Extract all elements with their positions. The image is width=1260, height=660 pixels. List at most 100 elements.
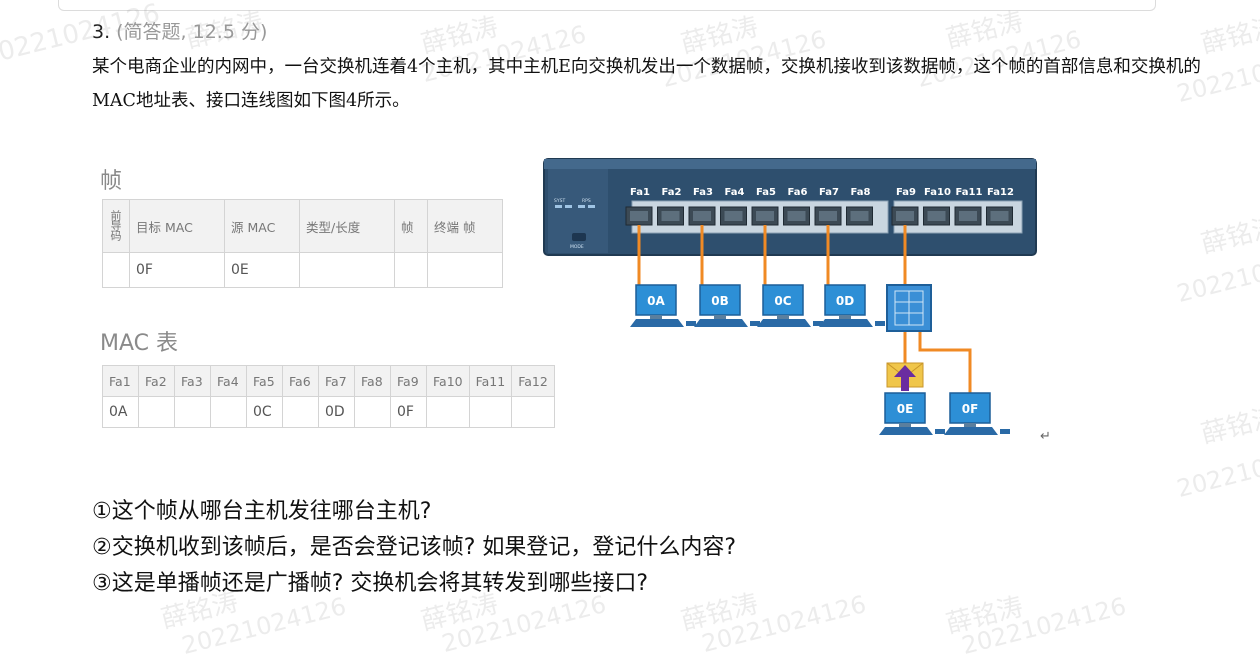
mac-value-cell <box>468 396 513 428</box>
ethernet-port-inner <box>927 211 946 221</box>
mac-value-cell <box>511 396 555 428</box>
watermark-text: 薛铭涛 <box>943 591 1027 640</box>
frame-header-cell: 目标 MAC <box>129 199 225 253</box>
sub-question: ①这个帧从哪台主机发往哪台主机? <box>92 499 432 524</box>
host-stand <box>650 315 662 319</box>
ethernet-port-inner <box>693 211 711 221</box>
port-label: Fa3 <box>693 187 713 198</box>
port-label: Fa9 <box>896 187 916 198</box>
host-label: 0B <box>711 294 729 308</box>
ethernet-port-inner <box>819 211 837 221</box>
ethernet-port-inner <box>630 211 648 221</box>
frame-value-cell <box>102 252 130 288</box>
mode-label: MODE <box>570 244 584 250</box>
enter-mark-icon: ↵ <box>1040 429 1051 444</box>
mac-value-cell: 0D <box>318 396 355 428</box>
status-led <box>578 205 585 208</box>
frame-table-title: 帧 <box>100 169 123 194</box>
mac-header-cell: Fa3 <box>174 365 211 397</box>
sub-question: ③这是单播帧还是广播帧? 交换机会将其转发到哪些接口? <box>92 571 649 596</box>
frame-header-cell: 源 MAC <box>224 199 300 253</box>
frame-value-cell <box>299 252 395 288</box>
ethernet-port-inner <box>959 211 977 221</box>
mac-header-cell: Fa6 <box>282 365 319 397</box>
ethernet-port-inner <box>990 211 1009 221</box>
host-stand <box>899 423 911 427</box>
host-keyboard <box>630 319 684 327</box>
mac-header-cell: Fa8 <box>354 365 391 397</box>
mac-header-cell: Fa1 <box>102 365 139 397</box>
mac-value-cell: 0F <box>390 396 427 428</box>
host-monitor <box>884 392 926 424</box>
host-keyboard <box>694 319 748 327</box>
mac-value-cell <box>354 396 391 428</box>
frame-header-table: 前导码 目标 MAC 源 MAC 类型/长度 帧 终端 帧 0F 0E <box>102 199 503 288</box>
port-label: Fa7 <box>819 187 839 198</box>
sub-question-list: ①这个帧从哪台主机发往哪台主机? ②交换机收到该帧后，是否会登记该帧? 如果登记… <box>92 494 736 602</box>
ethernet-port-inner <box>756 211 774 221</box>
host-keyboard <box>819 319 873 327</box>
host-keyboard <box>879 427 933 435</box>
port-label: Fa2 <box>662 187 682 198</box>
watermark-text: 薛铭涛 <box>1198 211 1260 260</box>
mac-value-cell: 0C <box>246 396 283 428</box>
host-mouse <box>1000 429 1010 434</box>
mac-table-title: MAC 表 <box>100 331 178 356</box>
port-label: Fa4 <box>725 187 745 198</box>
host-stand <box>839 315 851 319</box>
host-mouse <box>875 321 885 326</box>
frame-value-cell <box>427 252 503 288</box>
port-label: Fa11 <box>956 187 983 198</box>
watermark-text: 20221024126 <box>179 592 349 660</box>
mac-value-cell <box>138 396 175 428</box>
ethernet-port-inner <box>724 211 743 221</box>
host-monitor <box>762 284 804 316</box>
host-mouse <box>813 321 823 326</box>
frame-header-cell: 类型/长度 <box>299 199 395 253</box>
host-label: 0D <box>836 294 854 308</box>
frame-header-cell: 终端 帧 <box>427 199 503 253</box>
mac-value-cell <box>426 396 470 428</box>
switch-top-strip <box>544 159 1036 169</box>
mac-header-cell: Fa5 <box>246 365 283 397</box>
sub-question: ②交换机收到该帧后，是否会登记该帧? 如果登记，登记什么内容? <box>92 535 737 560</box>
upload-arrow-icon <box>894 365 916 391</box>
host-monitor <box>699 284 741 316</box>
port-label: Fa5 <box>756 187 776 198</box>
question-type: (简答题, 12.5 分) <box>116 21 268 43</box>
mac-header-cell: Fa10 <box>426 365 470 397</box>
mode-button <box>572 233 586 241</box>
ethernet-port-inner <box>661 211 680 221</box>
question-number: 3. <box>92 21 111 43</box>
host-mouse <box>935 429 945 434</box>
watermark-text: 薛铭涛 <box>1198 401 1260 450</box>
question-header: 3.(简答题, 12.5 分) <box>92 17 267 44</box>
host-mouse <box>686 321 696 326</box>
port-label: Fa1 <box>630 187 650 198</box>
watermark-text: 20221024126 <box>1174 240 1260 308</box>
frame-header-cell: 前导码 <box>102 199 130 253</box>
frame-value-cell <box>394 252 428 288</box>
host-label: 0C <box>774 294 791 308</box>
host-label: 0F <box>962 402 979 416</box>
mac-header-cell: Fa9 <box>390 365 427 397</box>
watermark-text: 20221024126 <box>1174 435 1260 503</box>
mac-header-cell: Fa11 <box>468 365 513 397</box>
host-stand <box>714 315 726 319</box>
led-label: SYST <box>554 198 565 204</box>
mac-header-cell: Fa7 <box>318 365 355 397</box>
port-label: Fa6 <box>788 187 808 198</box>
mac-header-cell: Fa2 <box>138 365 175 397</box>
status-led <box>555 205 562 208</box>
ethernet-port-inner <box>896 211 914 221</box>
host-monitor <box>949 392 991 424</box>
host-keyboard <box>944 427 998 435</box>
mac-value-cell <box>174 396 211 428</box>
status-led <box>588 205 595 208</box>
mac-value-cell <box>210 396 247 428</box>
mac-value-cell <box>282 396 319 428</box>
led-label: RPS <box>582 198 591 204</box>
frame-value-cell: 0F <box>129 252 225 288</box>
frame-value-cell: 0E <box>224 252 300 288</box>
